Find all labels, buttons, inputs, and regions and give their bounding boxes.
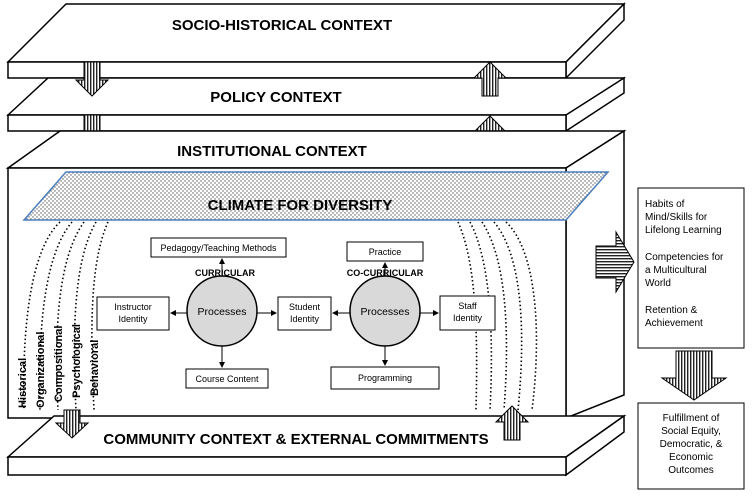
dimension-curves-left — [22, 221, 109, 411]
community-context-title: COMMUNITY CONTEXT & EXTERNAL COMMITMENTS — [103, 431, 488, 448]
co-curricular-cluster: Practice CO-CURRICULAR Processes Staff I… — [330, 241, 496, 390]
climate-for-diversity-plane: CLIMATE FOR DIVERSITY — [22, 171, 610, 221]
course-content-label: Course Content — [195, 374, 259, 384]
policy-context-slab: POLICY CONTEXT — [6, 76, 626, 133]
community-context-slab: COMMUNITY CONTEXT & EXTERNAL COMMITMENTS — [6, 414, 627, 477]
programming-label: Programming — [358, 373, 412, 383]
outcome-retention-line2: Achievement — [645, 318, 703, 329]
student-identity: Student Identity — [277, 296, 332, 331]
arrow-down-institution-to-community — [54, 409, 90, 439]
curricular-processes-label: Processes — [197, 306, 246, 318]
dimension-historical: Historical — [17, 358, 29, 408]
fulfillment-line2: Social Equity, — [661, 426, 721, 437]
dimension-compositional: Compositional — [53, 326, 65, 402]
curricular-cluster: Pedagogy/Teaching Methods CURRICULAR Ins… — [96, 237, 287, 389]
practice-box — [346, 241, 424, 262]
fulfillment-line1: Fulfillment of — [663, 413, 720, 424]
socio-historical-context-title: SOCIO-HISTORICAL CONTEXT — [172, 17, 392, 34]
outcome-habits-line3: Lifelong Learning — [645, 225, 722, 236]
dimension-organizational: Organizational — [35, 332, 47, 408]
fulfillment-line4: Economic — [669, 452, 713, 463]
fulfillment-box: Fulfillment of Social Equity, Democratic… — [637, 402, 745, 490]
instructor-identity-line1: Instructor — [114, 302, 152, 312]
arrow-up-community-to-institution — [494, 405, 530, 441]
fulfillment-line5: Outcomes — [668, 465, 714, 476]
instructor-identity-line2: Identity — [118, 314, 148, 324]
dimension-psychological: Psychological — [71, 324, 83, 398]
arrow-down-socio-to-policy — [74, 61, 110, 97]
practice-label: Practice — [369, 247, 402, 257]
arrow-down-to-fulfillment — [660, 350, 728, 401]
student-identity-line1: Student — [289, 302, 321, 312]
outcome-retention-line1: Retention & — [645, 305, 698, 316]
socio-historical-context-slab: SOCIO-HISTORICAL CONTEXT — [6, 2, 626, 80]
outcome-habits-line2: Mind/Skills for — [645, 212, 708, 223]
outcomes-box: Habits of Mind/Skills for Lifelong Learn… — [637, 187, 745, 349]
staff-identity-box — [439, 295, 496, 331]
student-identity-line2: Identity — [290, 314, 320, 324]
curricular-label: CURRICULAR — [195, 268, 255, 278]
arrow-up-policy-to-socio — [472, 61, 508, 97]
course-content-box — [185, 368, 269, 389]
staff-identity-line1: Staff — [458, 301, 477, 311]
dimension-labels: Historical Organizational Compositional … — [17, 324, 101, 408]
outcome-competencies-line1: Competencies for — [645, 252, 724, 263]
outcome-competencies-line2: a Multicultural — [645, 265, 707, 276]
outcome-competencies-line3: World — [645, 278, 671, 289]
climate-for-diversity-title: CLIMATE FOR DIVERSITY — [208, 197, 393, 214]
policy-context-title: POLICY CONTEXT — [210, 89, 341, 106]
institutional-context-title: INSTITUTIONAL CONTEXT — [177, 143, 367, 160]
co-curricular-processes-label: Processes — [360, 306, 409, 318]
pedagogy-label: Pedagogy/Teaching Methods — [160, 243, 277, 253]
student-identity-box — [277, 296, 332, 331]
staff-identity-line2: Identity — [453, 313, 483, 323]
programming-box — [330, 366, 440, 390]
arrow-right-to-outcomes — [595, 230, 635, 294]
dimension-behavioral: Behavioral — [89, 340, 101, 396]
pedagogy-box — [150, 237, 287, 258]
outcome-habits-line1: Habits of — [645, 199, 685, 210]
fulfillment-line3: Democratic, & — [660, 439, 723, 450]
instructor-identity-box — [96, 296, 170, 331]
